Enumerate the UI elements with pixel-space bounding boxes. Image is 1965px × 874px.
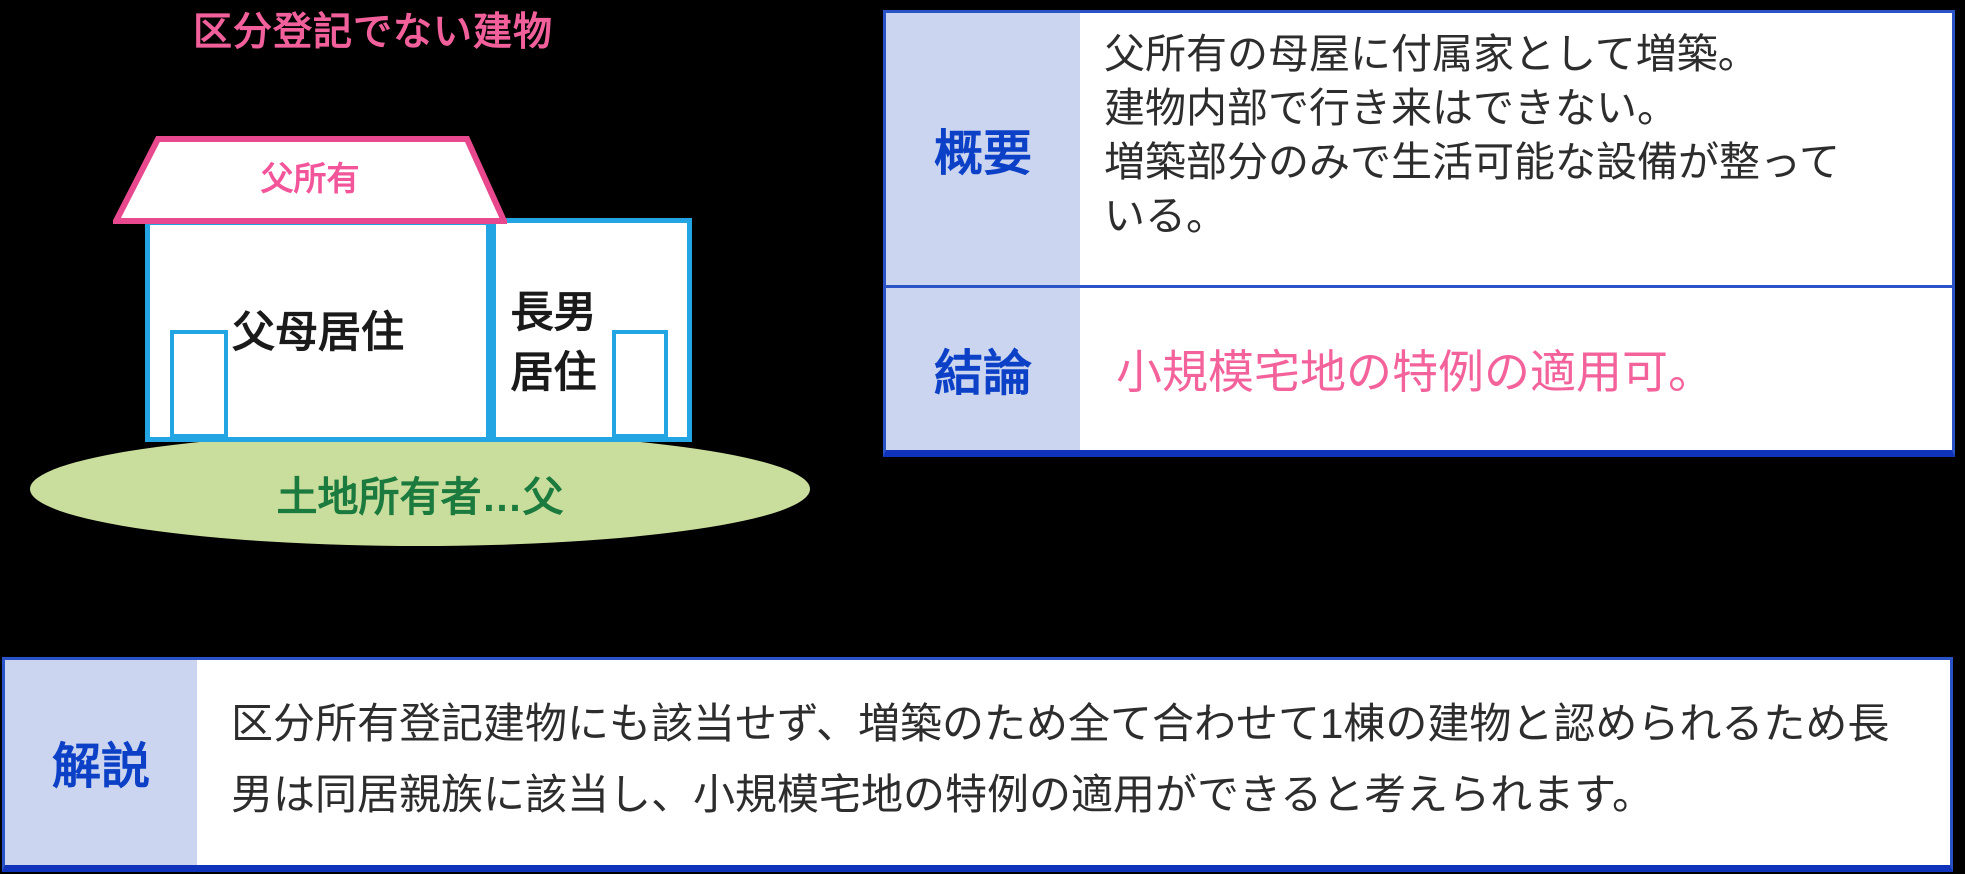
explanation-text-line2: 男は同居親族に該当し、小規模宅地の特例の適用ができると考えられます。 <box>231 771 1654 818</box>
conclusion-text: 小規模宅地の特例の適用可。 <box>1116 346 1714 398</box>
explanation-header-column <box>5 660 197 865</box>
roof-owner-label: 父所有 <box>260 160 360 197</box>
summary-table: 概要 父所有の母屋に付属家として増築。 建物内部で行き来はできない。 増築部分の… <box>883 10 1955 457</box>
annex-label-line2: 居住 <box>510 349 597 397</box>
summary-row-divider <box>886 285 1952 288</box>
overview-text: 父所有の母屋に付属家として増築。 建物内部で行き来はできない。 増築部分のみで生… <box>1104 27 1840 243</box>
land-ellipse <box>30 432 810 546</box>
roof-shape <box>113 136 507 224</box>
explanation-text: 区分所有登記建物にも該当せず、増築のため全て合わせて1棟の建物と認められるため長… <box>231 660 1889 858</box>
main-house-door <box>170 330 228 438</box>
diagram-title: 区分登記でない建物 <box>193 11 554 54</box>
overview-header: 概要 <box>933 126 1032 181</box>
annex-label: 長男 居住 <box>496 283 611 403</box>
explanation-table: 解説 区分所有登記建物にも該当せず、増築のため全て合わせて1棟の建物と認められる… <box>2 657 1953 872</box>
main-room-label: 父母居住 <box>232 309 404 357</box>
overview-text-line2: 建物内部で行き来はできない。 <box>1104 85 1678 131</box>
explanation-text-line1: 区分所有登記建物にも該当せず、増築のため全て合わせて1棟の建物と認められるため長 <box>231 700 1890 747</box>
conclusion-header: 結論 <box>933 346 1032 401</box>
summary-header-column <box>886 13 1080 450</box>
land-owner-label: 土地所有者…父 <box>276 474 564 520</box>
annex-label-line1: 長男 <box>510 289 597 337</box>
overview-text-line3: 増築部分のみで生活可能な設備が整って <box>1104 139 1840 185</box>
overview-text-line4: いる。 <box>1104 193 1227 239</box>
explanation-header: 解説 <box>51 740 150 794</box>
overview-text-line1: 父所有の母屋に付属家として増築。 <box>1104 31 1759 77</box>
annex-door <box>612 330 668 438</box>
